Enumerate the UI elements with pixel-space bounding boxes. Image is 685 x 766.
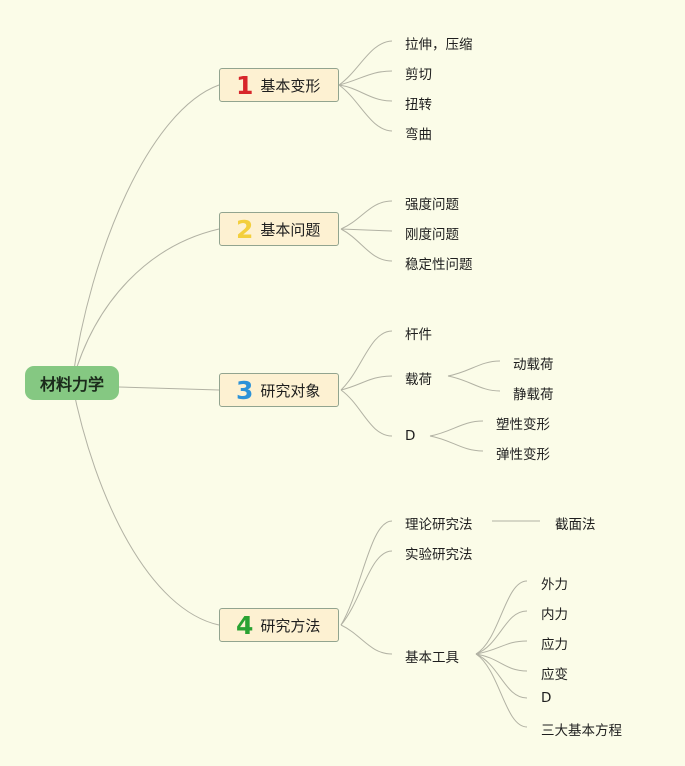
leaf-node[interactable]: 弹性变形: [496, 447, 550, 463]
connector-b2-l2: [340, 228, 393, 232]
leaf-node[interactable]: D: [541, 690, 552, 706]
connector-load-2: [447, 375, 501, 392]
connector-b4-l3: [340, 624, 393, 655]
connector-b3-l2: [340, 375, 393, 391]
connector-b4-l1: [340, 520, 393, 626]
branch-basic-deformation[interactable]: 1 基本变形: [219, 68, 339, 102]
connector-tools-3: [475, 640, 528, 655]
connector-b1-l1: [338, 40, 393, 86]
branch-label: 研究方法: [260, 616, 321, 635]
connector-root-b3: [118, 386, 220, 391]
connector-tools-1: [475, 580, 528, 655]
leaf-node[interactable]: 塑性变形: [496, 417, 550, 433]
number-one-icon: 1: [236, 70, 254, 100]
connector-tools-5: [475, 653, 528, 699]
branch-research-objects[interactable]: 3 研究对象: [219, 373, 339, 407]
connector-b1-l3: [338, 84, 393, 102]
connector-b2-l1: [340, 200, 393, 230]
leaf-node[interactable]: 剪切: [405, 67, 432, 83]
branch-label: 基本变形: [260, 76, 321, 95]
connector-d-2: [429, 435, 484, 452]
branch-research-methods[interactable]: 4 研究方法: [219, 608, 339, 642]
leaf-node[interactable]: 应力: [541, 637, 568, 653]
number-two-icon: 2: [236, 214, 254, 244]
leaf-node[interactable]: 三大基本方程: [541, 723, 622, 739]
leaf-node[interactable]: 静载荷: [513, 387, 554, 403]
connector-tools-4: [475, 653, 528, 672]
root-node[interactable]: 材料力学: [25, 366, 119, 400]
leaf-node[interactable]: 杆件: [405, 327, 432, 343]
connector-tools-2: [475, 610, 528, 655]
branch-label: 研究对象: [260, 381, 321, 400]
leaf-node[interactable]: 截面法: [555, 517, 596, 533]
connector-root-b2: [71, 228, 220, 384]
leaf-node[interactable]: 应变: [541, 667, 568, 683]
leaf-node[interactable]: 刚度问题: [405, 227, 459, 243]
leaf-node[interactable]: 内力: [541, 607, 568, 623]
leaf-node[interactable]: 载荷: [405, 372, 432, 388]
number-three-icon: 3: [236, 375, 254, 405]
leaf-node[interactable]: 外力: [541, 577, 568, 593]
leaf-node[interactable]: 扭转: [405, 97, 432, 113]
connector-load-1: [447, 360, 501, 377]
connector-tools-6: [475, 653, 528, 728]
connector-d-1: [429, 420, 484, 437]
connector-b2-l3: [340, 228, 393, 262]
number-four-icon: 4: [236, 610, 254, 640]
connector-b3-l1: [340, 330, 393, 391]
leaf-node[interactable]: 理论研究法: [405, 517, 473, 533]
leaf-node[interactable]: 弯曲: [405, 127, 432, 143]
connector-b4-l2: [340, 550, 393, 626]
branch-label: 基本问题: [260, 220, 321, 239]
leaf-node[interactable]: 稳定性问题: [405, 257, 473, 273]
leaf-node[interactable]: 动载荷: [513, 357, 554, 373]
connector-root-b1: [71, 84, 220, 384]
leaf-node[interactable]: 基本工具: [405, 650, 459, 666]
connector-b1-l4: [338, 84, 393, 132]
connector-b3-l3: [340, 389, 393, 437]
leaf-node[interactable]: 强度问题: [405, 197, 459, 213]
branch-basic-problems[interactable]: 2 基本问题: [219, 212, 339, 246]
connector-b1-l2: [338, 70, 393, 86]
leaf-node[interactable]: 拉伸，压缩: [405, 37, 473, 53]
leaf-node[interactable]: D: [405, 428, 416, 444]
leaf-node[interactable]: 实验研究法: [405, 547, 473, 563]
root-label: 材料力学: [39, 375, 104, 394]
connector-root-b4: [71, 382, 220, 626]
